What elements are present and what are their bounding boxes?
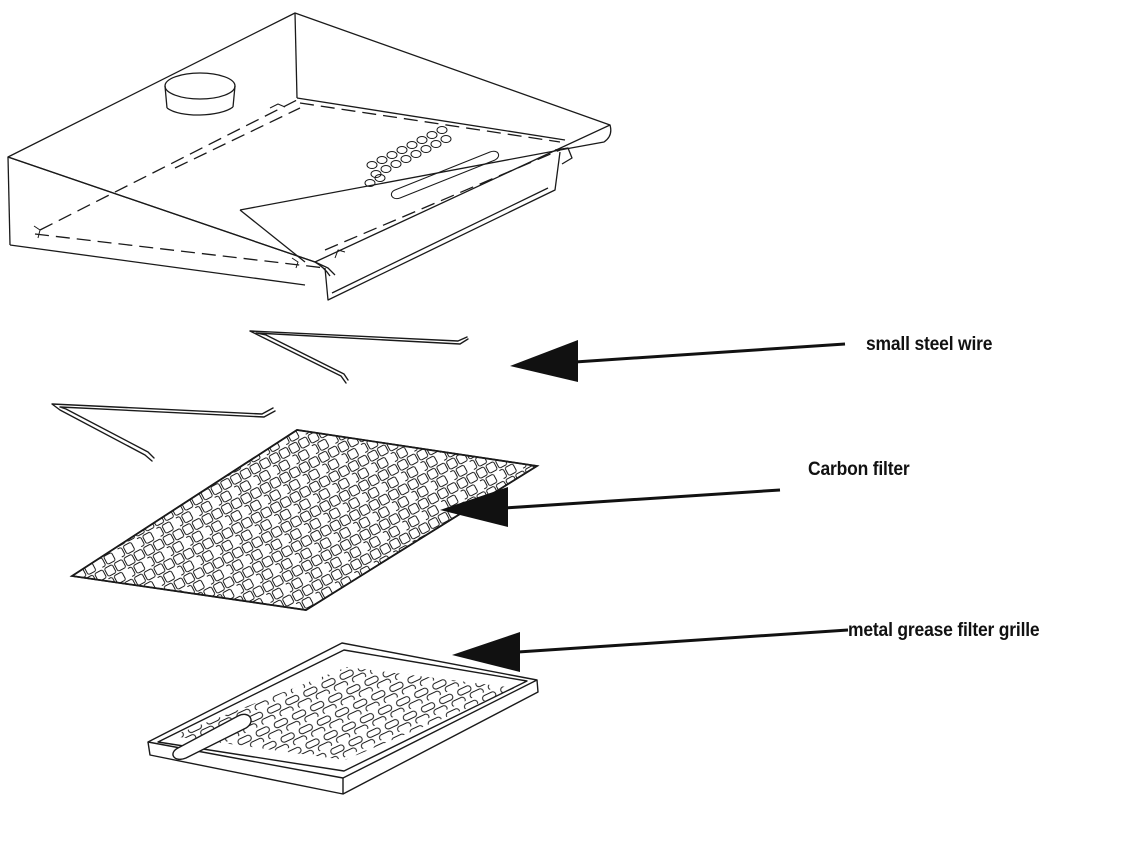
- label-small-steel-wire: small steel wire: [866, 334, 993, 355]
- grease-filter-grille: [147, 642, 539, 795]
- arrow-wire: [510, 340, 846, 382]
- steel-wires: [51, 330, 469, 462]
- label-carbon-filter: Carbon filter: [808, 459, 910, 480]
- arrow-carbon: [440, 487, 781, 527]
- range-hood: [7, 12, 612, 301]
- pointer-arrows: [440, 340, 849, 672]
- label-metal-grease-filter-grille: metal grease filter grille: [848, 620, 1040, 641]
- carbon-filter: [69, 429, 540, 611]
- arrow-grille: [452, 628, 849, 672]
